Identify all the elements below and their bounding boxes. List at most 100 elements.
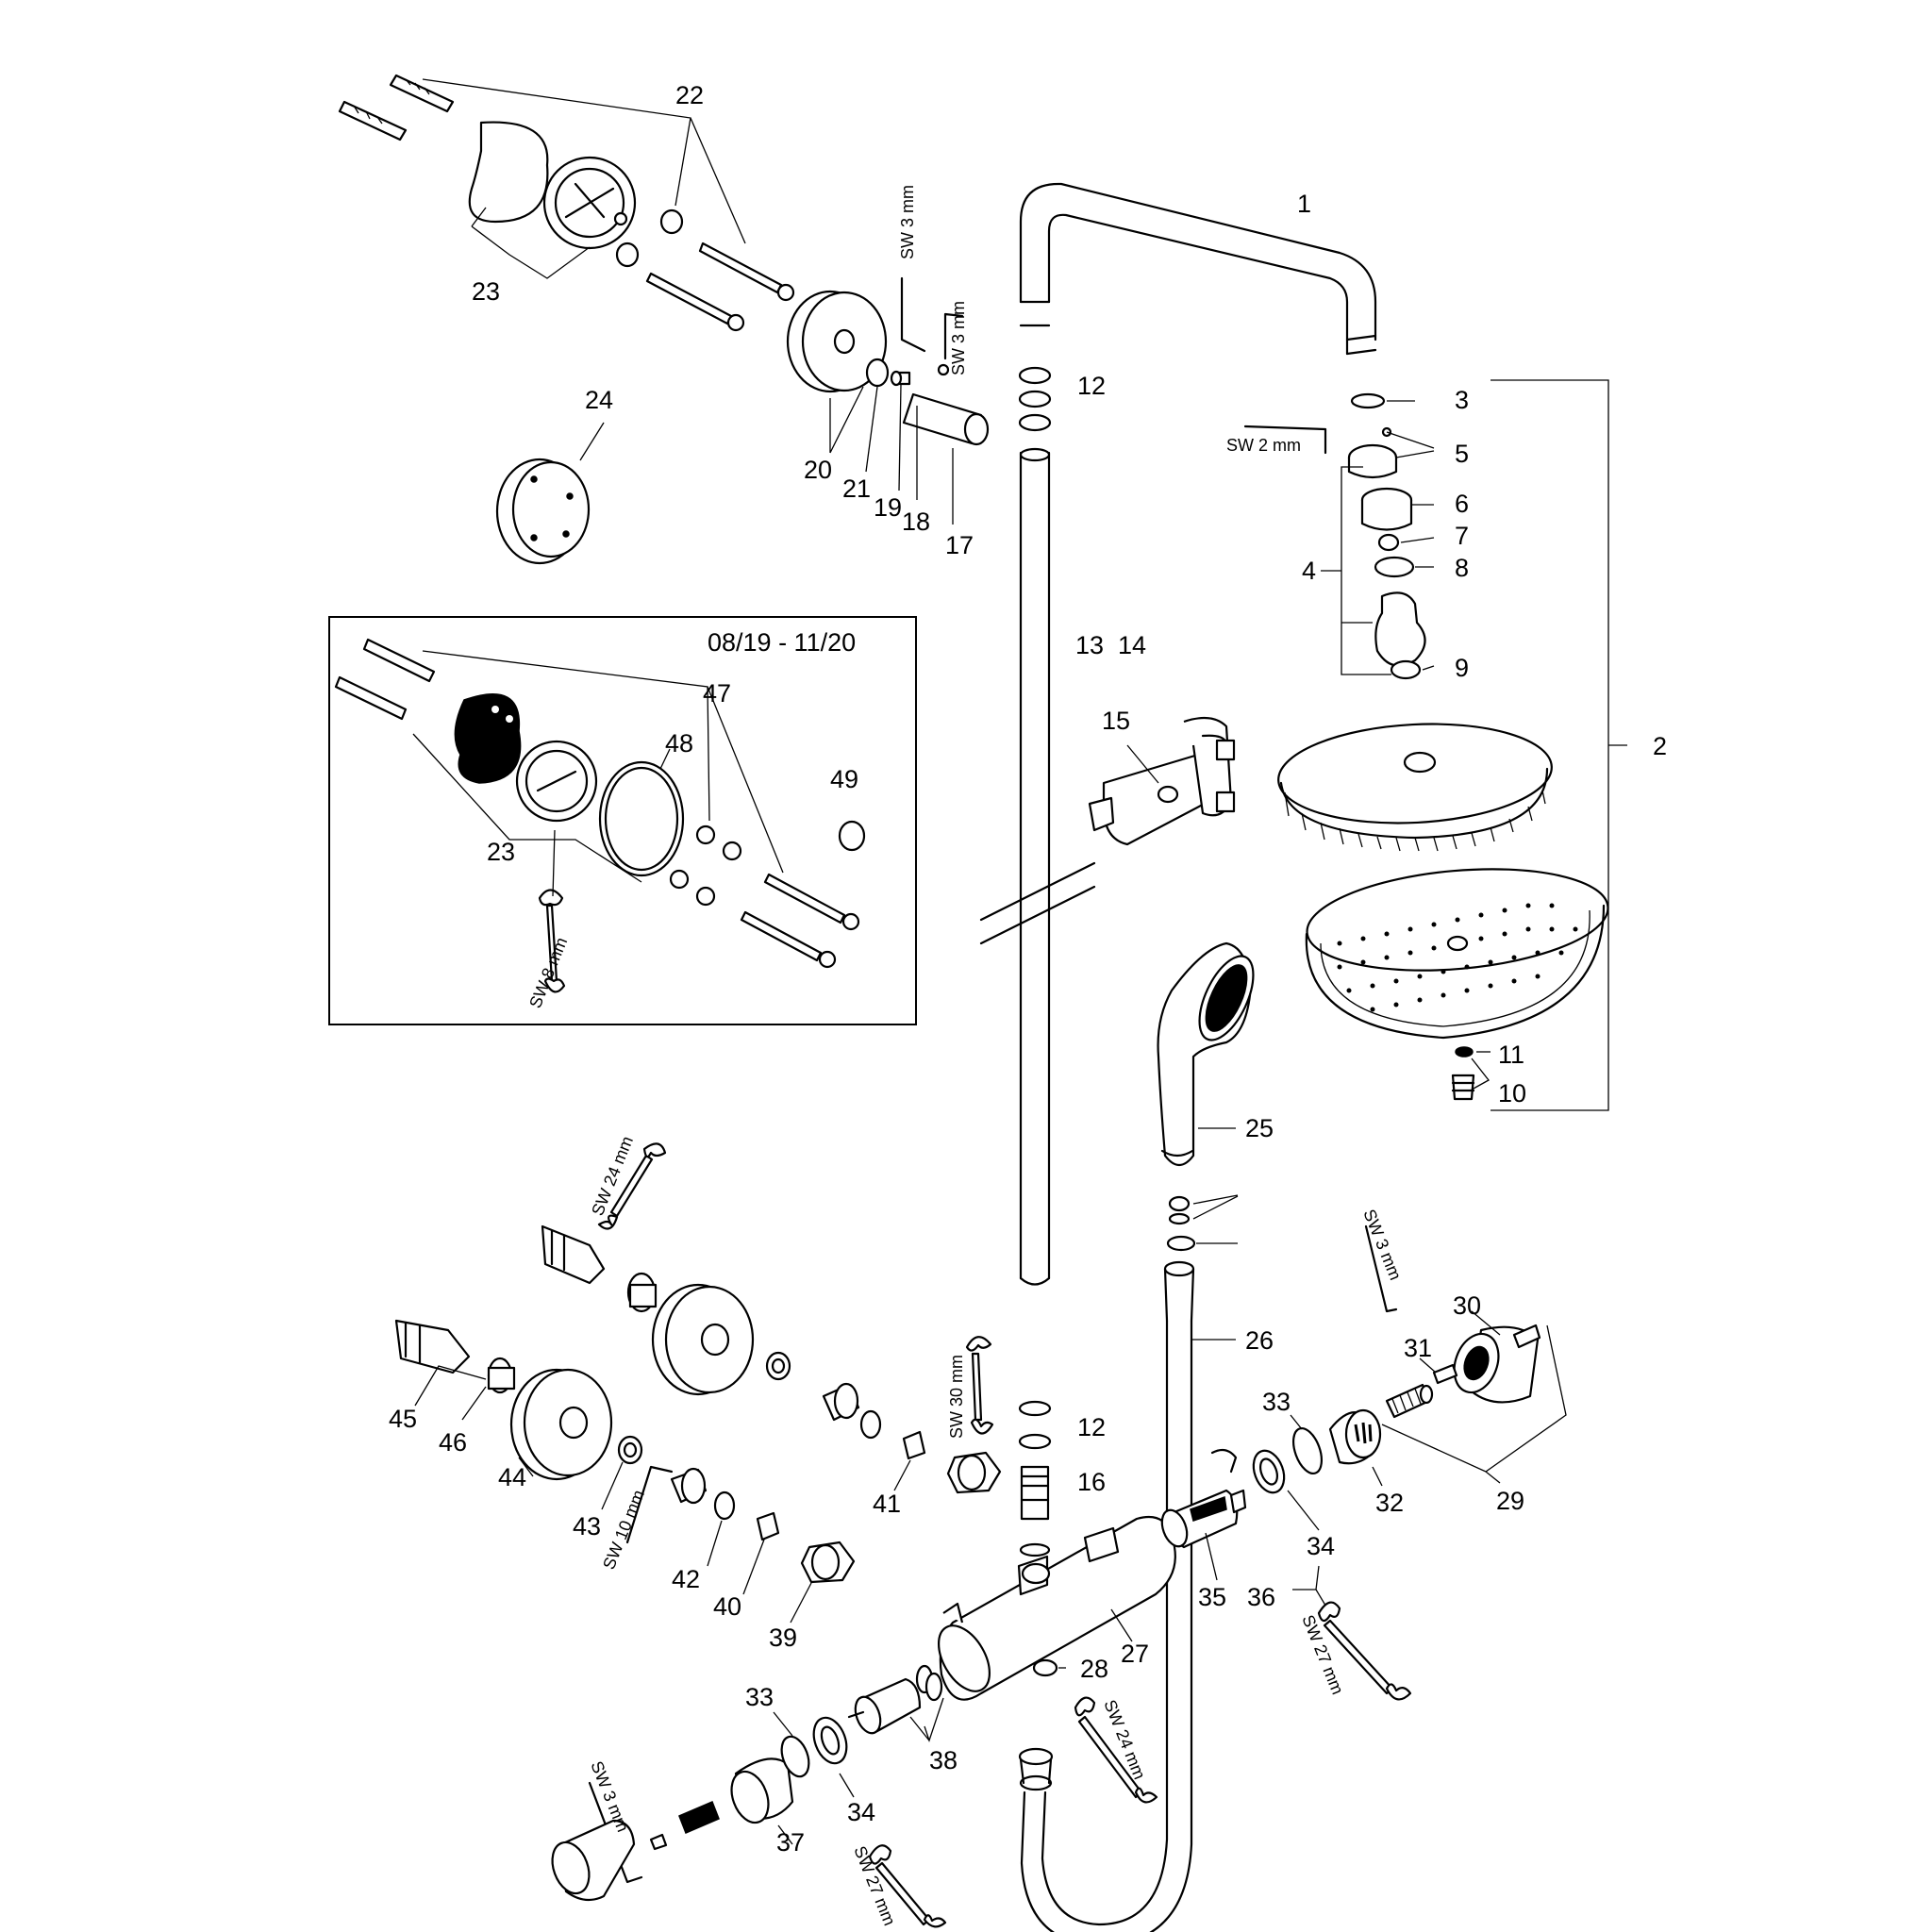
screw-10	[1451, 1074, 1475, 1101]
cover-44	[509, 1368, 613, 1481]
cover-cap-24	[495, 458, 591, 565]
label-40: 40	[713, 1592, 741, 1621]
label-41: 41	[873, 1490, 901, 1518]
label-46: 46	[439, 1428, 467, 1457]
leader-38	[909, 1697, 944, 1743]
leader-45	[414, 1365, 487, 1407]
o-ring-21	[865, 358, 890, 388]
label-33-left: 33	[745, 1683, 774, 1711]
label-8: 8	[1455, 554, 1469, 582]
tool-sw8: SW 8 mm	[525, 935, 571, 1011]
label-27: 27	[1121, 1640, 1149, 1668]
adapter-mid	[822, 1382, 860, 1422]
leader-9	[1422, 665, 1435, 671]
leader-31	[1419, 1357, 1437, 1374]
wall-plugs	[338, 74, 455, 142]
label-13-14: 13 14	[1075, 631, 1146, 659]
inset-date-range: 08/19 - 11/20	[708, 628, 856, 657]
label-29: 29	[1496, 1487, 1524, 1515]
screws-22	[645, 242, 795, 332]
leader-29	[1381, 1324, 1567, 1484]
o-ring-mid	[859, 1409, 882, 1440]
inset-box	[328, 616, 917, 1025]
wrench-sw27-left	[868, 1844, 947, 1928]
label-19: 19	[874, 493, 902, 522]
nut-46	[487, 1357, 516, 1394]
hex-key-sw2	[1243, 425, 1327, 455]
spindle-29	[1385, 1383, 1434, 1419]
check-valve-41	[902, 1430, 926, 1460]
label-37: 37	[776, 1828, 805, 1857]
washer-11	[1455, 1046, 1474, 1058]
ball-4	[1374, 591, 1426, 667]
o-ring-8	[1374, 556, 1415, 578]
adapter-43	[670, 1467, 708, 1505]
o-ring-33-right	[1291, 1426, 1324, 1475]
tool-sw3-a: SW 3 mm	[898, 185, 917, 259]
head-shower-top	[1277, 723, 1553, 852]
label-12-bottom: 12	[1077, 1413, 1106, 1441]
handle-30	[1453, 1324, 1541, 1404]
spindle-left	[678, 1801, 720, 1834]
nut-hex-right	[946, 1451, 1002, 1494]
hand-shower-25	[1157, 941, 1255, 1167]
flow-regulator-32	[1328, 1408, 1382, 1465]
hex-key-sw3-b	[943, 312, 964, 360]
slider-15	[1088, 716, 1236, 846]
s-union-45	[394, 1319, 471, 1374]
washer-3	[1350, 392, 1386, 409]
nut-6	[1360, 487, 1413, 531]
nut-top	[626, 1272, 658, 1313]
washer-43	[617, 1435, 643, 1465]
o-ring-28	[1032, 1658, 1058, 1677]
o-ring-33-left	[780, 1735, 810, 1778]
head-shower-spray-face	[1305, 868, 1609, 1040]
leader-24	[579, 422, 605, 461]
label-25: 25	[1245, 1114, 1274, 1142]
label-7-top: 7	[1455, 522, 1469, 550]
shower-arm-pipe	[1019, 182, 1377, 356]
label-4: 4	[1302, 557, 1316, 585]
leader-32	[1372, 1466, 1383, 1487]
leader-39	[790, 1582, 812, 1624]
leader-35	[1205, 1532, 1218, 1581]
hex-key-sw10	[625, 1465, 674, 1544]
label-20: 20	[804, 456, 832, 484]
nut-34-right	[1252, 1449, 1286, 1494]
tool-sw2: SW 2 mm	[1226, 436, 1301, 455]
nut-39	[800, 1541, 856, 1584]
leader-7-hand	[1192, 1194, 1239, 1220]
leader-34-right	[1287, 1490, 1320, 1531]
tool-sw3-b: SW 3 mm	[949, 301, 968, 375]
wall-plate-23	[468, 121, 637, 250]
cover-top	[651, 1283, 755, 1396]
leader-34-left	[839, 1773, 855, 1798]
leader-43	[601, 1461, 624, 1510]
check-valve-40	[756, 1511, 780, 1541]
label-35: 35	[1198, 1583, 1226, 1611]
leader-42	[707, 1520, 723, 1567]
tool-sw30: SW 30 mm	[947, 1355, 966, 1439]
filter-7	[1377, 533, 1400, 552]
label-38: 38	[929, 1746, 958, 1774]
filter-7-hand	[1168, 1195, 1191, 1225]
label-43: 43	[573, 1512, 601, 1541]
hex-key-sw3-a	[900, 276, 926, 353]
label-31: 31	[1404, 1334, 1432, 1362]
leader-5	[1386, 431, 1435, 458]
label-28: 28	[1080, 1655, 1108, 1683]
leader-19	[898, 384, 902, 491]
leader-44	[518, 1457, 534, 1477]
label-24: 24	[585, 386, 613, 414]
leader-30	[1471, 1310, 1501, 1336]
label-23-inset: 23	[487, 838, 515, 866]
label-21: 21	[842, 475, 871, 503]
regulator-37	[730, 1757, 794, 1824]
label-48: 48	[665, 729, 693, 758]
ring-9	[1390, 659, 1422, 680]
riser-pipe	[979, 447, 1096, 1286]
cartridge-35	[1160, 1448, 1247, 1549]
thermostat-body-27	[937, 1515, 1176, 1701]
label-47: 47	[703, 679, 731, 708]
screw-31	[1432, 1363, 1458, 1385]
